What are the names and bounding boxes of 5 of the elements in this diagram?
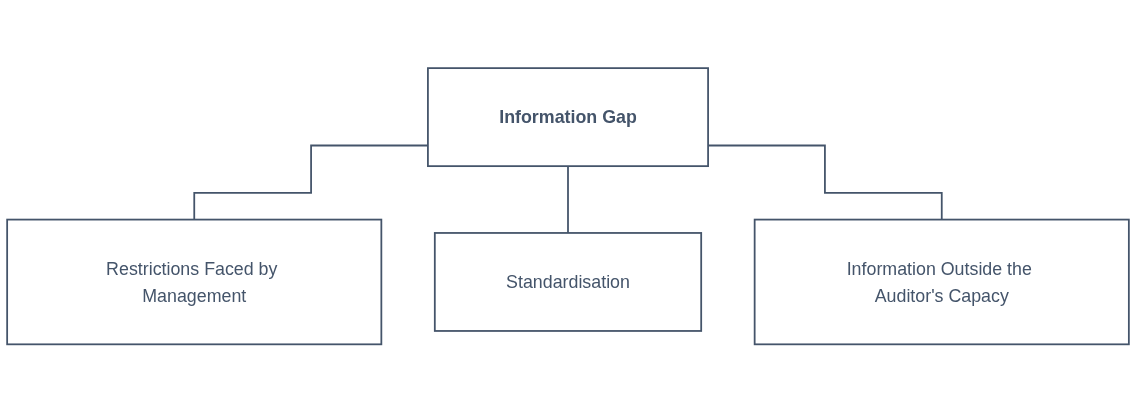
node-box: Information Gap xyxy=(427,67,709,167)
node-box: Standardisation xyxy=(433,231,703,332)
node-box: Information Outside the Auditor's Capacy xyxy=(753,218,1130,345)
node-box: Restrictions Faced by Management xyxy=(6,218,383,345)
connector xyxy=(567,165,569,234)
